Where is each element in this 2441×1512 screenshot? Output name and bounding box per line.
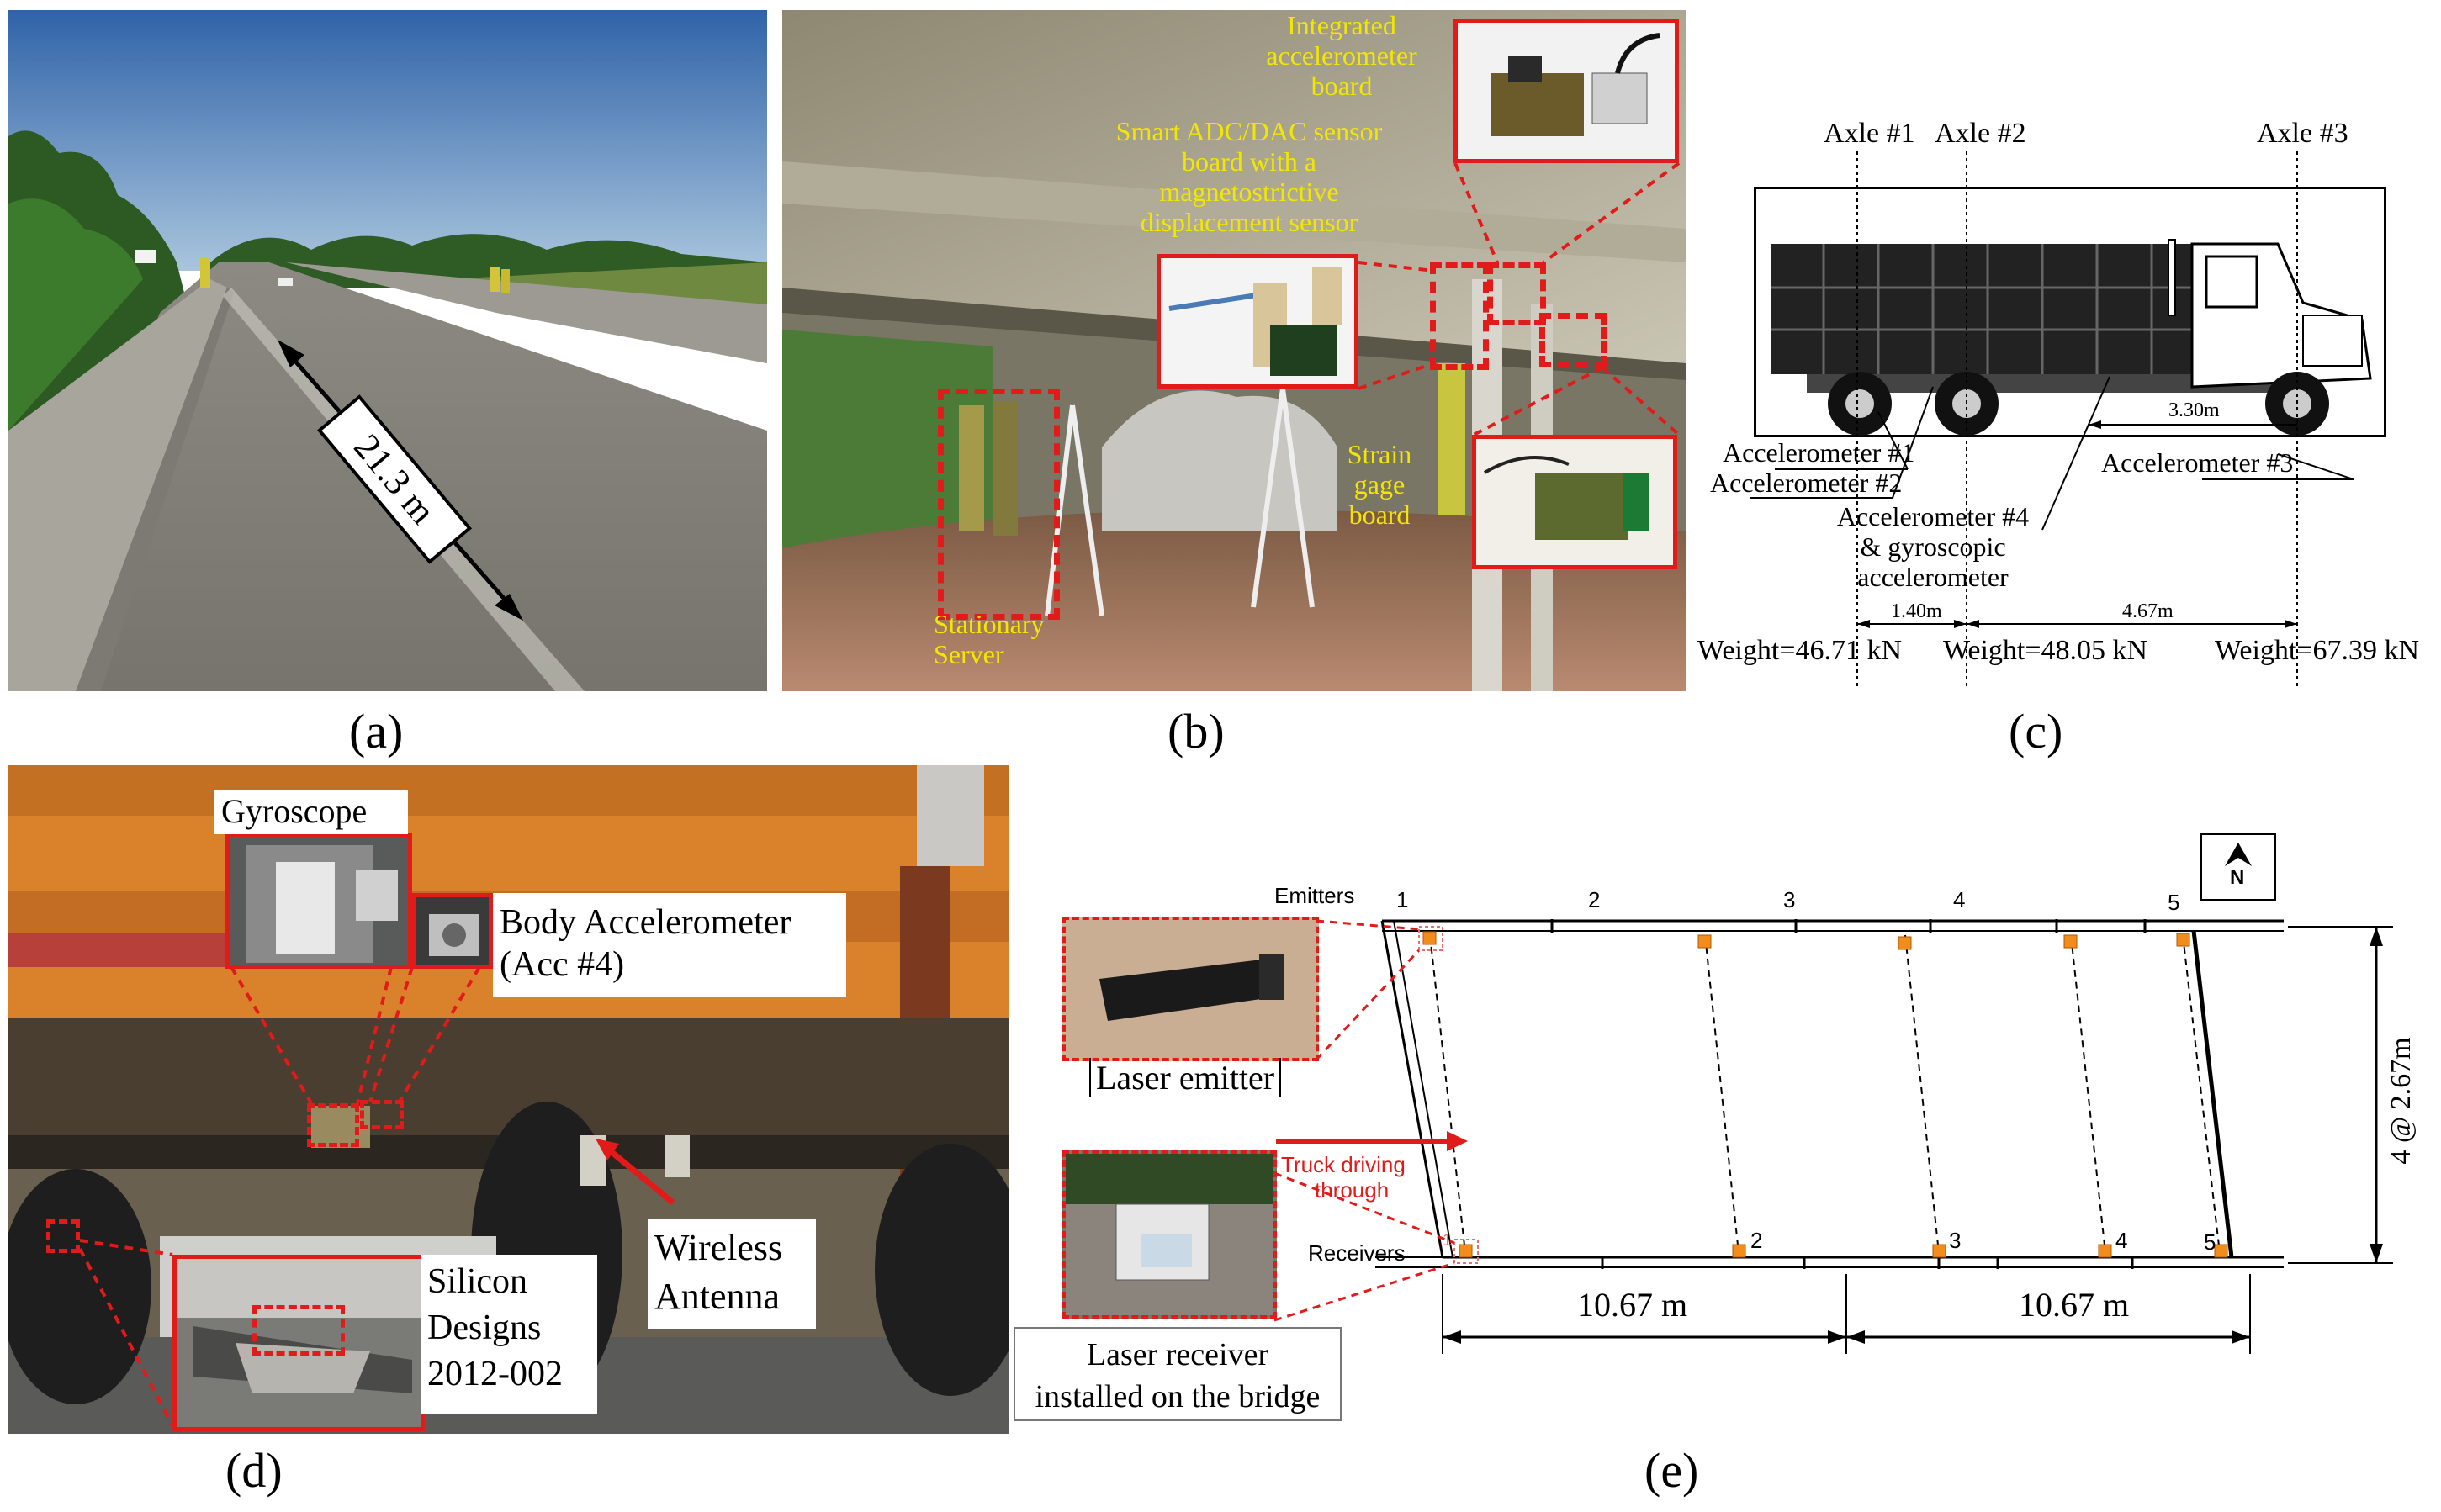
truck-drawing: [1750, 151, 2372, 690]
receiver-number-2: 2: [1750, 1228, 1763, 1253]
laser-emitter-label: Laser emitter: [1089, 1058, 1282, 1097]
silicon-designs-label: Silicon Designs 2012-002: [421, 1255, 597, 1414]
panel-d-connectors: [78, 965, 675, 1426]
inset-integrated-accelerometer: [1453, 19, 1679, 163]
silicon-location-box: [46, 1219, 80, 1253]
label-integrated-accelerometer: Integrated accelerometer board: [1266, 10, 1417, 101]
smart-board-image: [1168, 267, 1342, 376]
sensor-highlight-box-1: [1430, 262, 1489, 370]
span-arrow: [278, 340, 523, 621]
dim-467: 4.67m: [2122, 600, 2174, 622]
acc3-label: Accelerometer #3: [2101, 447, 2294, 478]
caption-c: (c): [2009, 704, 2063, 759]
weight-axle-3: Weight=67.39 kN: [2215, 635, 2420, 666]
caption-a: (a): [349, 704, 404, 759]
panel-e-bridge-plan: Emitters Receivers 1 2 3 4 5 1 2 3 4 5 N…: [1014, 833, 2435, 1421]
north-label: N: [2230, 866, 2245, 889]
laser-receiver-inset: [1062, 1150, 1277, 1319]
gyro-location-box: [307, 1103, 359, 1147]
server-highlight-box: [938, 389, 1060, 620]
emitter-number-1: 1: [1396, 887, 1409, 912]
silicon-sensor-box: [252, 1305, 345, 1356]
strain-board-image: [1483, 456, 1649, 540]
acc4-location-box: [360, 1100, 404, 1129]
truck-driving-label: Truck driving through: [1281, 1152, 1406, 1203]
truck-frame: [1754, 187, 2386, 437]
caption-e: (e): [1644, 1443, 1699, 1498]
wireless-antenna-label: Wireless Antenna: [648, 1219, 816, 1329]
receiver-number-5: 5: [2204, 1229, 2216, 1255]
emitter-number-2: 2: [1588, 887, 1601, 912]
caption-d: (d): [225, 1443, 283, 1498]
sensor-highlight-box-2: [1487, 262, 1546, 325]
gyroscope-inset: [225, 833, 412, 969]
laser-receiver-label: Laser receiver installed on the bridge: [1014, 1327, 1342, 1421]
connector-lines: [1358, 161, 1681, 436]
acc1-label: Accelerometer #1: [1723, 437, 1915, 468]
emitters-label: Emitters: [1274, 883, 1355, 908]
caption-b: (b): [1168, 704, 1225, 759]
emitter-number-3: 3: [1783, 887, 1796, 912]
label-strain-gage: Strain gage board: [1347, 439, 1412, 530]
receivers-label: Receivers: [1308, 1240, 1406, 1266]
dim-140: 1.40m: [1891, 600, 1942, 622]
weight-axle-1: Weight=46.71 kN: [1697, 635, 1903, 666]
panel-c-truck-diagram: Axle #1 Axle #2 Axle #3: [1697, 109, 2438, 698]
weight-axle-2: Weight=48.05 kN: [1943, 635, 2148, 666]
receiver-number-3: 3: [1949, 1228, 1962, 1253]
laser-receiver-image: [1066, 1154, 1273, 1315]
receiver-number-4: 4: [2115, 1228, 2128, 1253]
label-smart-board: Smart ADC/DAC sensor board with a magnet…: [1115, 116, 1383, 237]
axle-2-label: Axle #2: [1935, 118, 2026, 149]
inset-strain-gage-board: [1472, 435, 1677, 569]
axle-1-label: Axle #1: [1824, 118, 1915, 149]
body-accelerometer-label: Body Accelerometer (Acc #4): [493, 893, 846, 997]
dim-right-label: 10.67 m: [2019, 1286, 2130, 1324]
receiver-number-1: 1: [1443, 1231, 1453, 1250]
emitter-number-5: 5: [2168, 890, 2180, 915]
laser-emitter-image: [1066, 920, 1316, 1058]
dim-330: 3.30m: [2168, 399, 2220, 421]
dim-left-label: 10.67 m: [1577, 1286, 1688, 1324]
bridge-plan-drawing: [1273, 833, 2393, 1354]
panel-a-photo: 21.3 m: [8, 10, 767, 691]
silicon-designs-inset: [172, 1255, 425, 1431]
gyroscope-image: [246, 845, 398, 963]
body-accelerometer-inset: [412, 893, 493, 969]
panel-d-photo: Gyroscope Body Accelerometer (Acc #4) Si…: [8, 765, 1009, 1434]
axle-3-label: Axle #3: [2257, 118, 2348, 149]
gyroscope-label: Gyroscope: [214, 790, 408, 834]
laser-emitter-inset: [1062, 917, 1319, 1061]
silicon-designs-image: [177, 1259, 421, 1393]
sensor-highlight-box-3: [1539, 313, 1607, 367]
acc4-label: Accelerometer #4 & gyroscopic accelerome…: [1836, 501, 2030, 592]
inset-smart-board: [1157, 254, 1358, 389]
span-dimension-label: 4 @ 2.67m: [2385, 1037, 2417, 1165]
body-accelerometer-image: [429, 914, 479, 956]
label-stationary-server: Stationary Server: [934, 609, 1045, 669]
panel-b-photo: Integrated accelerometer board Smart ADC…: [782, 10, 1686, 691]
accelerometer-board-image: [1491, 33, 1660, 136]
acc2-label: Accelerometer #2: [1710, 468, 1903, 498]
emitter-number-4: 4: [1953, 887, 1966, 912]
